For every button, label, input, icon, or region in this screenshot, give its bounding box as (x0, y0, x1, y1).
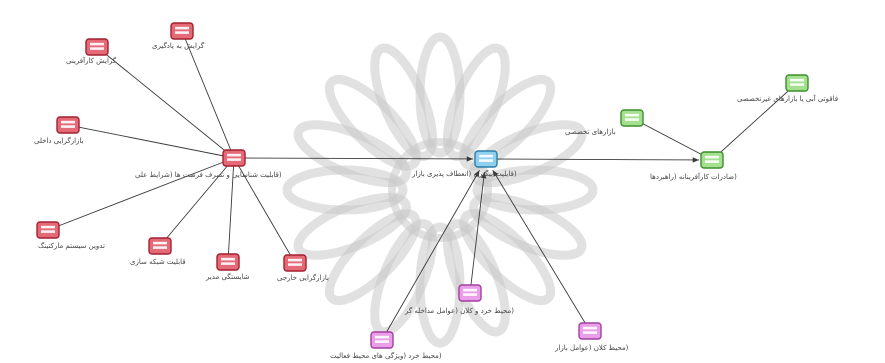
node-icon-stripe (288, 258, 302, 262)
node-opportunity[interactable] (222, 149, 246, 167)
node-label-specialized: بازارهای تخصصی (565, 128, 616, 136)
edge-manager-to-opportunity (227, 157, 235, 263)
node-label-center: (قابلیت پیگیری (انعطاف پذیری بازار (412, 170, 517, 178)
node-icon-stripe (90, 42, 104, 46)
node-icon-stripe (375, 335, 389, 339)
node-icon-stripe (221, 262, 235, 265)
node-icon-stripe (227, 158, 241, 161)
node-label-networking: قابلیت شبکه سازی (130, 258, 186, 266)
node-icon-stripe (463, 293, 477, 296)
node-micro_macro[interactable] (458, 284, 482, 302)
diagram-nodes (36, 22, 809, 349)
node-icon-stripe (705, 160, 719, 163)
node-icon-stripe (175, 31, 189, 34)
node-box-manager[interactable] (216, 253, 240, 271)
node-icon-stripe (153, 246, 167, 249)
node-icon-stripe (61, 120, 75, 124)
node-label-learning: گرایش به یادگیری (152, 42, 205, 50)
node-label-macro_market: (محیط کلان (عوامل بازار (555, 344, 629, 352)
node-box-nonspecialized[interactable] (785, 74, 809, 92)
node-icon-stripe (705, 155, 719, 159)
edge-external_market-to-opportunity (233, 157, 296, 264)
node-icon-stripe (375, 340, 389, 343)
diagram-edges (47, 30, 798, 341)
node-icon-stripe (288, 263, 302, 266)
node-icon-stripe (175, 26, 189, 30)
node-box-entrepreneurship[interactable] (85, 38, 109, 56)
node-icon-stripe (90, 47, 104, 50)
node-label-external_market: بازارگرایی خارجی (277, 274, 329, 282)
node-icon-stripe (583, 331, 597, 334)
node-icon-stripe (479, 154, 493, 158)
node-box-opportunity[interactable] (222, 149, 246, 167)
edge-nonspecialized-to-export (711, 82, 798, 161)
node-icon-stripe (153, 241, 167, 245)
node-label-micro_activity: (محیط خرد (ویژگی های محیط فعالیت (330, 352, 442, 360)
node-export[interactable] (700, 151, 724, 169)
node-icon-stripe (583, 326, 597, 330)
node-box-learning[interactable] (170, 22, 194, 40)
edge-opportunity-to-center (233, 156, 474, 162)
node-center[interactable] (474, 150, 498, 168)
node-box-export[interactable] (700, 151, 724, 169)
edge-macro_market-to-center (492, 169, 591, 332)
node-icon-stripe (221, 257, 235, 261)
node-icon-stripe (479, 159, 493, 162)
node-label-internal_marketing: بازارگرایی داخلی (34, 137, 84, 145)
node-micro_activity[interactable] (370, 331, 394, 349)
node-icon-stripe (625, 118, 639, 121)
node-icon-stripe (625, 113, 639, 117)
node-label-nonspecialized: فاقوتی آبی یا بازارهای غیرتخصصی (737, 95, 839, 103)
node-manager[interactable] (216, 253, 240, 271)
node-box-external_market[interactable] (283, 254, 307, 272)
node-box-micro_activity[interactable] (370, 331, 394, 349)
edge-internal_marketing-to-opportunity (67, 124, 235, 159)
node-macro_market[interactable] (578, 322, 602, 340)
node-icon-stripe (463, 288, 477, 292)
edge-entrepreneurship-to-opportunity (96, 46, 235, 159)
node-icon-stripe (227, 153, 241, 157)
node-specialized[interactable] (620, 109, 644, 127)
watermark-logo (282, 32, 598, 348)
node-label-opportunity: (قابلیت شناسایی و تصرف فرصت ها (شرایط عل… (135, 171, 282, 179)
node-learning[interactable] (170, 22, 194, 40)
node-networking[interactable] (148, 237, 172, 255)
node-label-export: (صادرات کارآفرینانه (راهبردها (650, 173, 737, 181)
node-box-micro_macro[interactable] (458, 284, 482, 302)
edge-center-to-export (485, 157, 700, 163)
node-entrepreneurship[interactable] (85, 38, 109, 56)
node-external_market[interactable] (283, 254, 307, 272)
node-box-networking[interactable] (148, 237, 172, 255)
node-box-macro_market[interactable] (578, 322, 602, 340)
edge-learning-to-opportunity (181, 30, 235, 159)
node-icon-stripe (41, 230, 55, 233)
edge-marketing_system-to-opportunity (47, 157, 235, 231)
node-label-marketing_system: تدوین سیستم مارکتینگ (38, 242, 105, 250)
node-box-internal_marketing[interactable] (56, 116, 80, 134)
node-box-marketing_system[interactable] (36, 221, 60, 239)
node-label-micro_macro: (محیط خرد و کلان (عوامل مداخله گر (405, 307, 514, 315)
node-nonspecialized[interactable] (785, 74, 809, 92)
edge-micro_macro-to-center (469, 171, 487, 294)
node-internal_marketing[interactable] (56, 116, 80, 134)
node-icon-stripe (61, 125, 75, 128)
node-icon-stripe (790, 78, 804, 82)
edge-micro_activity-to-center (381, 170, 480, 341)
node-label-entrepreneurship: گرایش کارآفرینی (66, 57, 117, 65)
node-box-specialized[interactable] (620, 109, 644, 127)
node-label-manager: شایستگی مدیر (206, 273, 250, 281)
node-marketing_system[interactable] (36, 221, 60, 239)
edge-specialized-to-export (631, 117, 713, 161)
node-box-center[interactable] (474, 150, 498, 168)
node-icon-stripe (790, 83, 804, 86)
node-icon-stripe (41, 225, 55, 229)
edge-networking-to-opportunity (159, 157, 235, 247)
watermark-ring (388, 138, 492, 242)
